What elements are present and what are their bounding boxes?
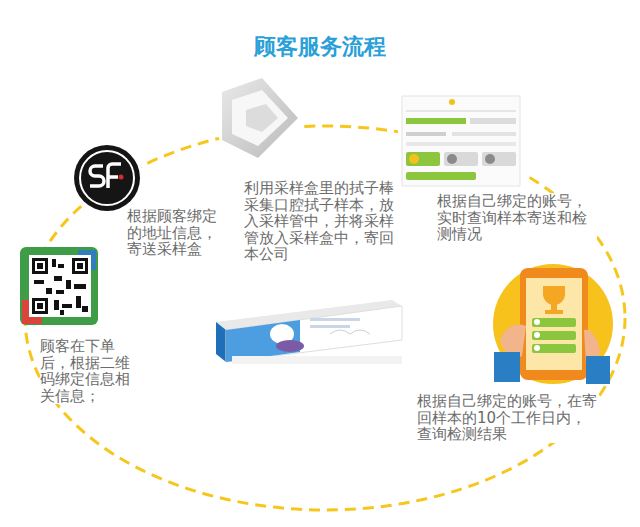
flow-loop: [25, 126, 625, 510]
sample-kit-box: [216, 300, 402, 364]
step-text: 根据自己绑定的账号，实时查询样本寄送和检测情况: [437, 193, 597, 243]
step-text: 顾客在下单后，根据二维码绑定信息相关信息；: [40, 338, 133, 404]
qr-code: [20, 247, 98, 325]
courier-logo: [71, 142, 143, 214]
step-text: 根据自己绑定的账号，在寄回样本的10个工作日内，查询检测结果: [417, 393, 599, 443]
phone-result-icon: [491, 262, 615, 386]
step-text: 利用采样盒里的拭子棒采集口腔拭子样本，放入采样管中，并将采样管放入采样盒中，寄回…: [244, 180, 399, 263]
swab-box: [214, 74, 302, 162]
step-text: 根据顾客绑定的地址信息，寄送采样盒: [127, 208, 220, 258]
tracking-screenshot: [398, 92, 524, 190]
title: 顾客服务流程: [0, 34, 640, 60]
